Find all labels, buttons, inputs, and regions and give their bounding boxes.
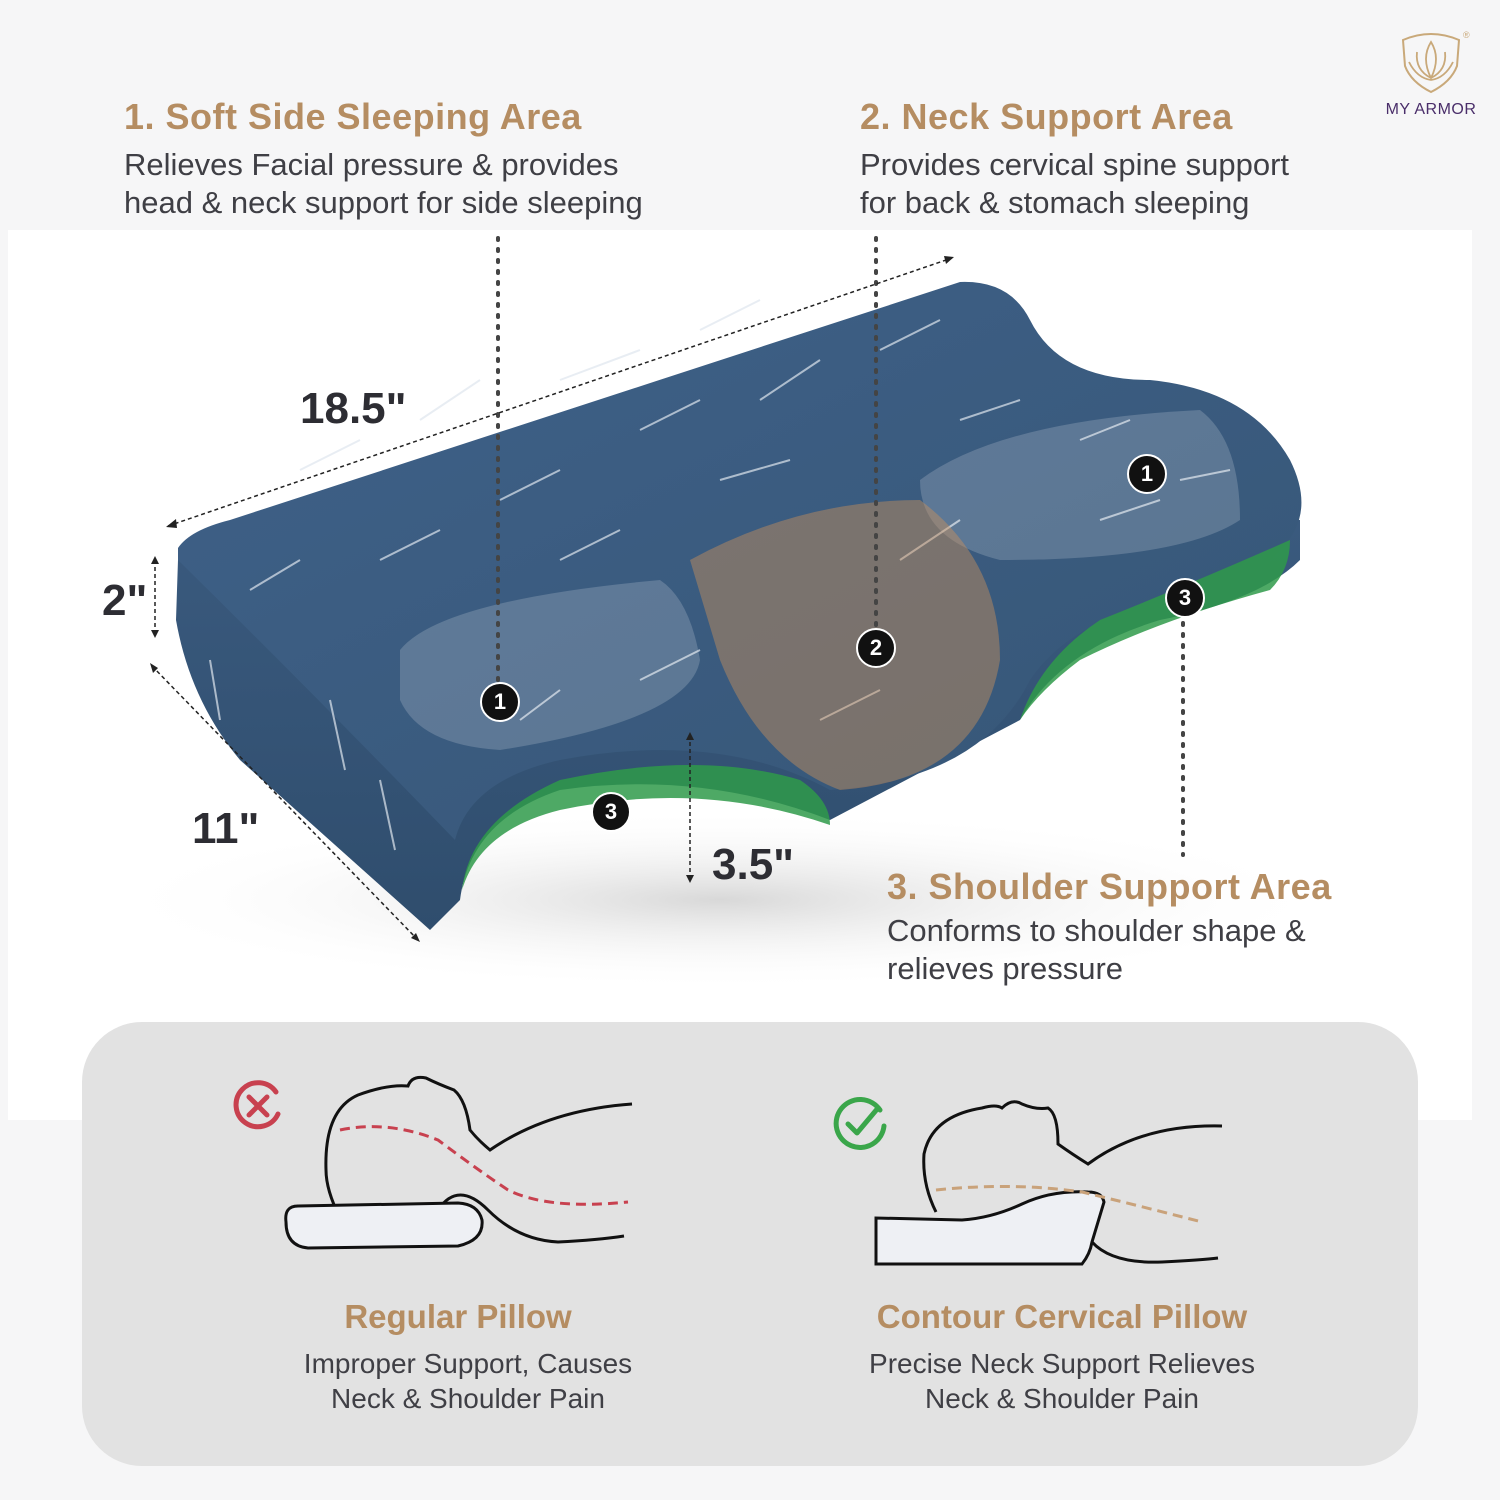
contour-pillow-illustration: [874, 1100, 1223, 1266]
feature-3-title: 3. Shoulder Support Area: [887, 866, 1332, 907]
dimension-length: 18.5": [300, 384, 407, 433]
check-circle-icon: [833, 1096, 887, 1150]
feature-3-desc-line2: relieves pressure: [887, 951, 1124, 986]
feature-2-desc-line2: for back & stomach sleeping: [860, 185, 1250, 220]
zone-badge-2: 2: [856, 628, 896, 668]
registered-mark: ®: [1463, 30, 1470, 40]
zone-badge-3-left: 3: [591, 792, 631, 832]
feature-3-description: Conforms to shoulder shape & relieves pr…: [887, 912, 1306, 988]
contour-pillow-description: Precise Neck Support Relieves Neck & Sho…: [802, 1346, 1322, 1416]
feature-2-desc-line1: Provides cervical spine support: [860, 147, 1290, 182]
regular-pillow-desc-line2: Neck & Shoulder Pain: [331, 1383, 605, 1414]
dimension-height: 2": [102, 576, 148, 625]
zone-badge-1-right: 1: [1127, 454, 1167, 494]
feature-1-desc-line2: head & neck support for side sleeping: [124, 185, 643, 220]
feature-2-description: Provides cervical spine support for back…: [860, 146, 1289, 222]
brand-logo: ® MY ARMOR: [1376, 28, 1486, 119]
regular-pillow-description: Improper Support, Causes Neck & Shoulder…: [208, 1346, 728, 1416]
comparison-panel: Regular Pillow Improper Support, Causes …: [82, 1022, 1418, 1466]
contour-pillow-desc-line2: Neck & Shoulder Pain: [925, 1383, 1199, 1414]
dimension-width: 11": [192, 804, 260, 853]
regular-pillow-title: Regular Pillow: [344, 1298, 572, 1335]
x-circle-icon: [233, 1080, 281, 1130]
zone-badge-3-right: 3: [1165, 578, 1205, 618]
contour-pillow-title: Contour Cervical Pillow: [876, 1298, 1248, 1335]
zone-badge-1-left: 1: [480, 682, 520, 722]
feature-2-title: 2. Neck Support Area: [860, 96, 1233, 137]
regular-pillow-illustration: [284, 1075, 633, 1250]
pillow-illustration: [100, 236, 1340, 990]
brand-name: MY ARMOR: [1385, 101, 1477, 118]
feature-1-description: Relieves Facial pressure & provides head…: [124, 146, 643, 222]
dimension-contour-height: 3.5": [712, 840, 795, 889]
feature-1-desc-line1: Relieves Facial pressure & provides: [124, 147, 619, 182]
lotus-shield-icon: ®: [1401, 30, 1470, 94]
feature-1-title: 1. Soft Side Sleeping Area: [124, 96, 582, 137]
feature-3-desc-line1: Conforms to shoulder shape &: [887, 913, 1306, 948]
regular-pillow-desc-line1: Improper Support, Causes: [303, 1348, 633, 1379]
contour-pillow-desc-line1: Precise Neck Support Relieves: [869, 1348, 1255, 1379]
